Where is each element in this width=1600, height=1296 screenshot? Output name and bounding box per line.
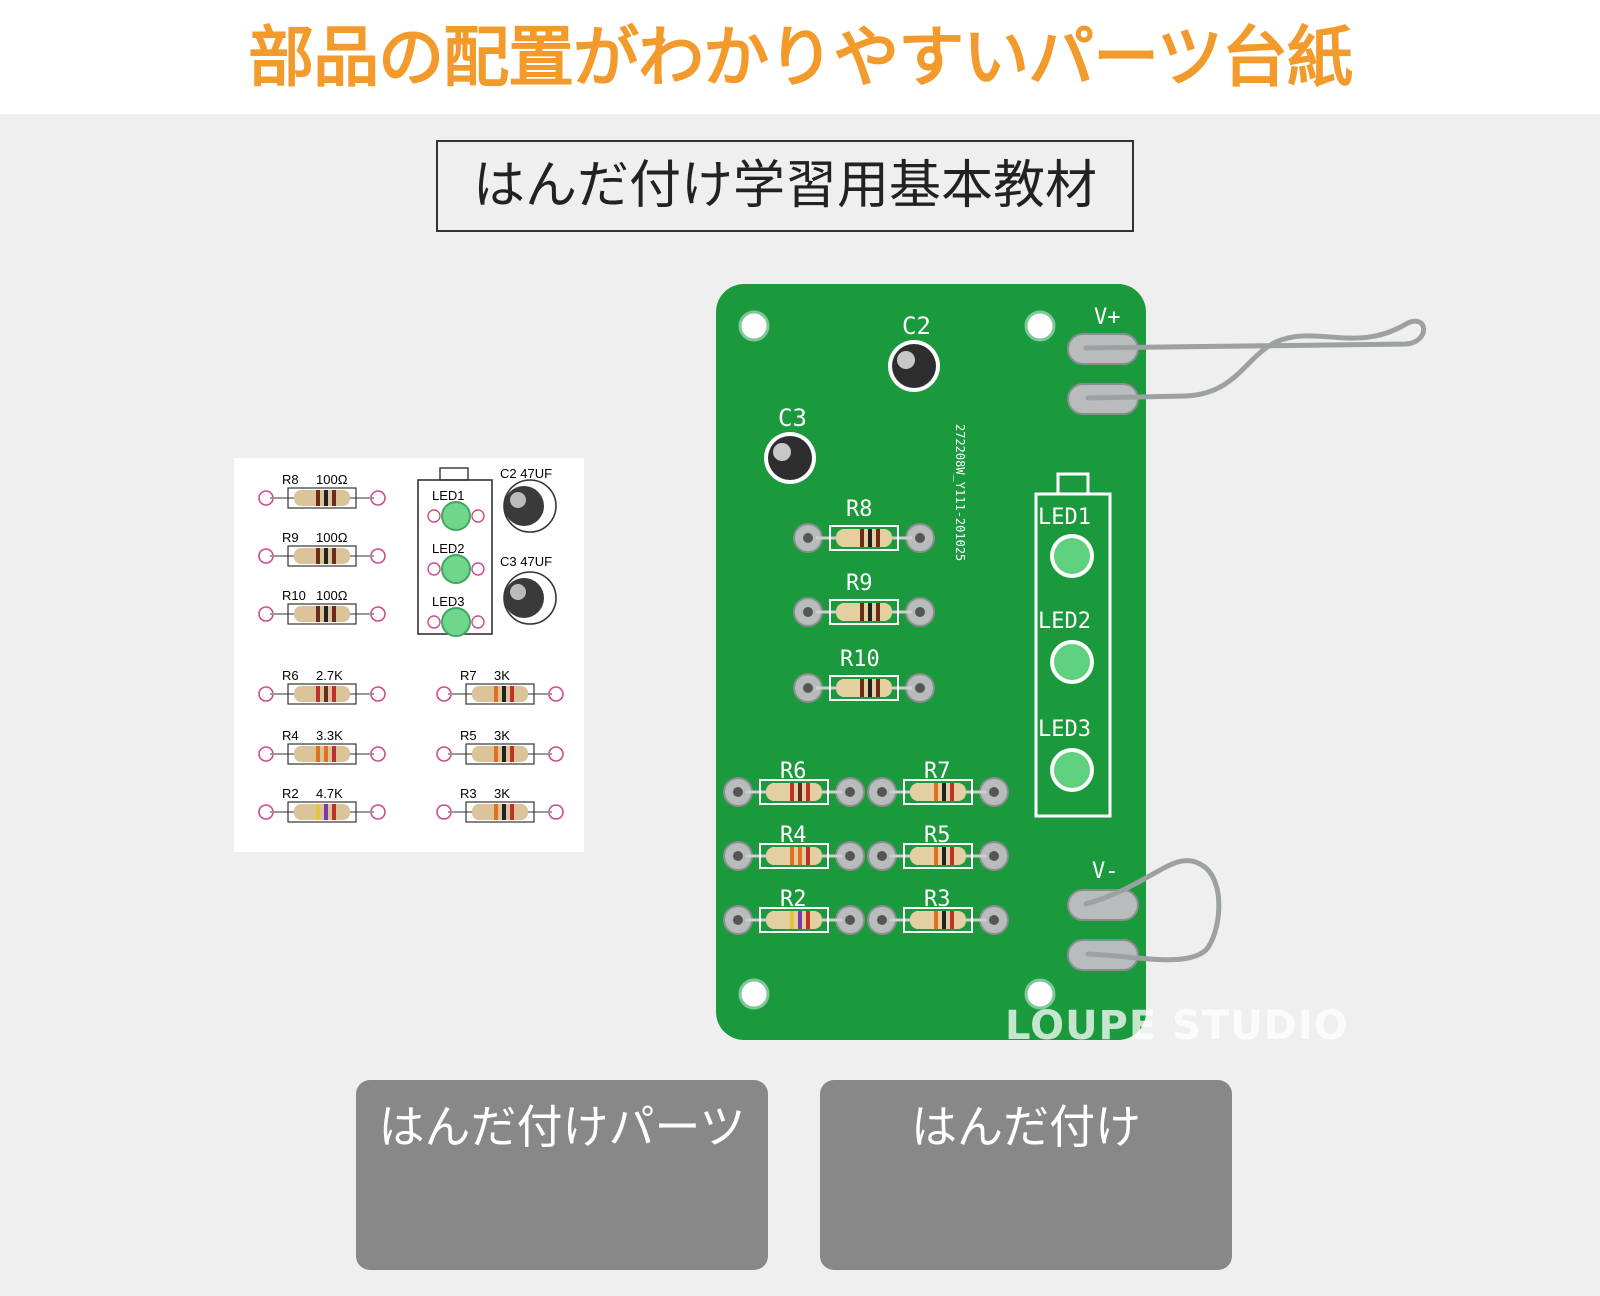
- sheet-value-r8: 100Ω: [316, 472, 348, 487]
- sheet-label-r6: R6: [282, 668, 299, 683]
- sheet-label-led2: LED2: [432, 541, 465, 556]
- caption-parts-text: はんだ付けパーツ: [378, 1100, 746, 1154]
- pcb-led2: [1054, 644, 1090, 680]
- sheet-led2: [441, 554, 471, 584]
- sheet-label-r3: R3: [460, 786, 477, 801]
- pcb-pad-v-minus-1: [1067, 889, 1139, 921]
- pcb-substrate: [716, 284, 1146, 1040]
- subtitle-text: はんだ付け学習用基本教材: [472, 156, 1097, 216]
- caption-parts: はんだ付けパーツ: [356, 1080, 768, 1270]
- pcb-label-c3: C3: [778, 404, 807, 432]
- sheet-value-r10: 100Ω: [316, 588, 348, 603]
- pcb-drawing: C2 C3 272208W_Y111-201025 R8 R9 R10 R6 R…: [716, 284, 1427, 1040]
- pcb-label-r8: R8: [846, 497, 873, 522]
- sheet-value-r9: 100Ω: [316, 530, 348, 545]
- sheet-value-r7: 3K: [494, 668, 510, 683]
- pcb-board-code: 272208W_Y111-201025: [953, 424, 967, 561]
- pcb-led3: [1054, 752, 1090, 788]
- caption-soldering: はんだ付け: [820, 1080, 1232, 1270]
- sheet-label-r9: R9: [282, 530, 299, 545]
- caption-soldering-text: はんだ付け: [911, 1100, 1141, 1154]
- header-band: [0, 0, 1600, 114]
- sheet-label-c2: C2 47UF: [500, 466, 552, 481]
- pcb-led1: [1054, 538, 1090, 574]
- sheet-value-r2: 4.7K: [316, 786, 343, 801]
- sheet-value-r6: 2.7K: [316, 668, 343, 683]
- sheet-label-r4: R4: [282, 728, 299, 743]
- parts-sheet-drawing: R8 100Ω R9 100Ω R10 100Ω R6 2.7K R4 3.3K…: [258, 466, 564, 823]
- sheet-value-r5: 3K: [494, 728, 510, 743]
- pcb-label-v-minus: V-: [1092, 859, 1119, 884]
- sheet-label-c3: C3 47UF: [500, 554, 552, 569]
- pcb-label-v-plus: V+: [1094, 305, 1121, 330]
- sheet-label-r5: R5: [460, 728, 477, 743]
- pcb-label-led3: LED3: [1038, 717, 1091, 742]
- sheet-value-r4: 3.3K: [316, 728, 343, 743]
- pcb-label-c2: C2: [902, 312, 931, 340]
- pcb-board: C2 C3 272208W_Y111-201025 R8 R9 R10 R6 R…: [716, 284, 1436, 1048]
- subtitle-box: はんだ付け学習用基本教材: [436, 140, 1134, 232]
- pcb-label-led1: LED1: [1038, 505, 1091, 530]
- pcb-wire-v-minus: [1083, 858, 1222, 963]
- sheet-label-led3: LED3: [432, 594, 465, 609]
- pcb-label-r10: R10: [840, 647, 880, 672]
- sheet-label-r10: R10: [282, 588, 306, 603]
- sheet-value-r3: 3K: [494, 786, 510, 801]
- parts-sheet: R8 100Ω R9 100Ω R10 100Ω R6 2.7K R4 3.3K…: [234, 458, 584, 852]
- sheet-label-led1: LED1: [432, 488, 465, 503]
- sheet-label-r8: R8: [282, 472, 299, 487]
- sheet-capacitor-c2: [504, 486, 544, 526]
- sheet-label-r2: R2: [282, 786, 299, 801]
- page-headline: 部品の配置がわかりやすいパーツ台紙: [248, 19, 1353, 96]
- pcb-wire-v-plus: [1083, 318, 1427, 401]
- watermark: LOUPE STUDIO: [1005, 1003, 1349, 1049]
- sheet-capacitor-c3: [504, 578, 544, 618]
- sheet-led3: [441, 607, 471, 637]
- pcb-label-led2: LED2: [1038, 609, 1091, 634]
- sheet-led1: [441, 501, 471, 531]
- sheet-label-r7: R7: [460, 668, 477, 683]
- pcb-label-r9: R9: [846, 571, 873, 596]
